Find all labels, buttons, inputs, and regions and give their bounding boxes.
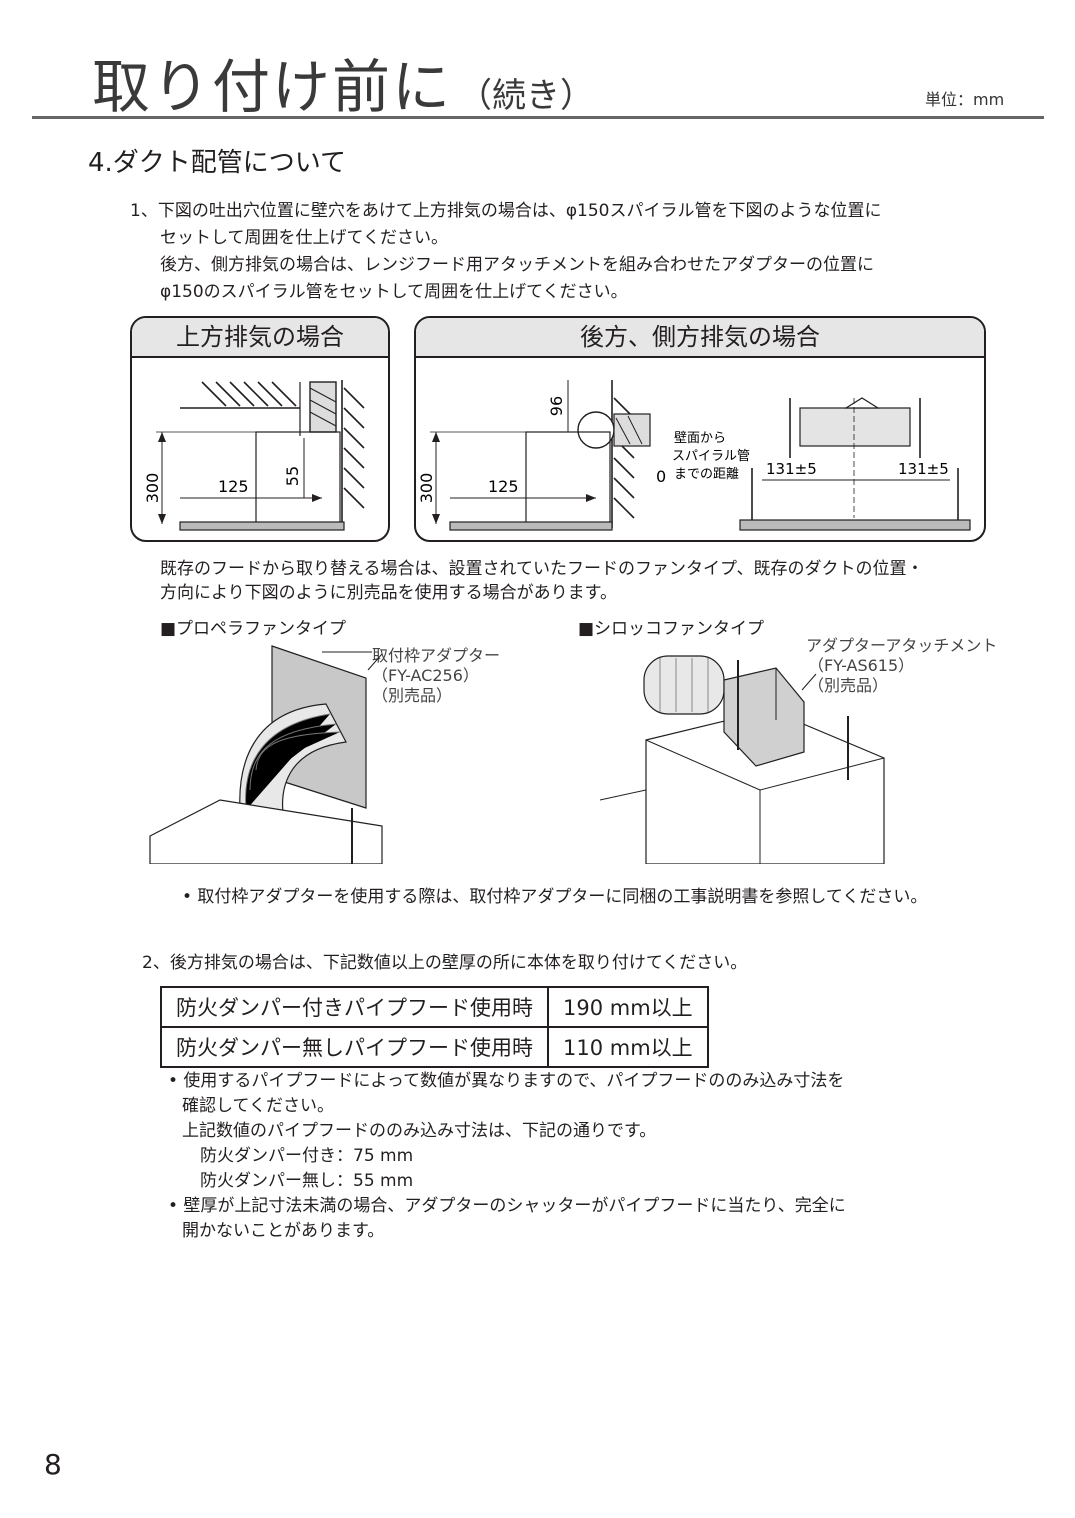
- dim-125: 125: [218, 477, 249, 496]
- dim-131-right: 131±5: [898, 460, 949, 478]
- rear-hood-bottom: [449, 521, 613, 531]
- title-divider: [32, 116, 1044, 119]
- rear-duct: [613, 413, 651, 447]
- wall-thickness-table: 防火ダンパー付きパイプフード使用時 190 mm以上 防火ダンパー無しパイプフー…: [160, 986, 709, 1068]
- note-line3: までの距離: [674, 467, 739, 482]
- sirocco-callout1: アダプターアタッチメント: [806, 636, 998, 655]
- item2-heading: 2、後方排気の場合は、下記数値以上の壁厚の所に本体を取り付けてください。: [142, 953, 748, 973]
- front-view: [739, 397, 971, 531]
- sirocco-label: ■シロッコファンタイプ: [578, 619, 765, 639]
- duct-section: [577, 411, 615, 449]
- dim-55: 55: [283, 466, 302, 486]
- row1-value: 190 mm以上: [547, 986, 709, 1028]
- propeller-label: ■プロペラファンタイプ: [160, 619, 347, 639]
- section-heading: 4.ダクト配管について: [88, 148, 347, 178]
- note1-line2: 確認してください。: [182, 1096, 334, 1116]
- propeller-callout2: （FY-AC256）: [372, 666, 479, 685]
- rear-dim-125: 125: [488, 477, 519, 496]
- note1-line5: 防火ダンパー無し：55 mm: [200, 1171, 414, 1191]
- propeller-fan-illustration: [149, 645, 383, 864]
- panel-top-title: 上方排気の場合: [132, 318, 388, 358]
- diagram-rear-exhaust: 300 125 96 0 壁面から スパイラル管 までの距離 131±5 131…: [417, 380, 971, 531]
- note2-line1: • 壁厚が上記寸法未満の場合、アダプターのシャッターがパイプフードに当たり、完全…: [168, 1196, 846, 1216]
- note1-line4: 防火ダンパー付き：75 mm: [200, 1146, 414, 1166]
- panel-top-exhaust: 上方排気の場合 300 125: [130, 316, 390, 542]
- ceiling-hatch: [180, 381, 300, 409]
- rear-dim-300: 300: [417, 473, 436, 504]
- diagram-top-exhaust: 300 125 55: [143, 380, 365, 531]
- item1-line3: 後方、側方排気の場合は、レンジフード用アタッチメントを組み合わせたアダプターの位…: [160, 255, 874, 275]
- item1-line4: φ150のスパイラル管をセットして周囲を仕上げてください。: [160, 282, 628, 302]
- adapter-note: • 取付枠アダプターを使用する際は、取付枠アダプターに同梱の工事説明書を参照して…: [182, 887, 928, 907]
- rear-dim-96: 96: [547, 396, 566, 416]
- hood-bottom: [179, 521, 345, 531]
- rear-wall-hatch: [611, 380, 635, 528]
- dim-300: 300: [143, 473, 162, 504]
- propeller-callout3: （別売品）: [372, 686, 453, 705]
- note-line1: 壁面から: [674, 431, 726, 446]
- panel-rear-exhaust: 後方、側方排気の場合 300 125 96 0 壁面から スパイラル管 までの距…: [414, 316, 986, 542]
- table-row: 防火ダンパー無しパイプフード使用時 110 mm以上: [160, 1026, 709, 1068]
- sirocco-callout3: （別売品）: [808, 676, 889, 695]
- note2-line2: 開かないことがあります。: [182, 1221, 385, 1241]
- replace-line2: 方向により下図のように別売品を使用する場合があります。: [160, 583, 617, 603]
- note1-line3: 上記数値のパイプフードののみ込み寸法は、下記の通りです。: [182, 1121, 657, 1141]
- note1-line1: • 使用するパイプフードによって数値が異なりますので、パイプフードののみ込み寸法…: [168, 1071, 845, 1091]
- row2-value: 110 mm以上: [547, 1026, 709, 1068]
- replace-line1: 既存のフードから取り替える場合は、設置されていたフードのファンタイプ、既存のダク…: [160, 559, 924, 579]
- title-main: 取り付け前に: [92, 53, 453, 121]
- row1-label: 防火ダンパー付きパイプフード使用時: [160, 986, 549, 1028]
- sirocco-callout2: （FY-AS615）: [808, 656, 915, 675]
- item1-line1: 1、下図の吐出穴位置に壁穴をあけて上方排気の場合は、φ150スパイラル管を下図の…: [130, 201, 882, 221]
- unit-label: 単位：mm: [925, 90, 1005, 109]
- dim-131-left: 131±5: [766, 460, 817, 478]
- note-line2: スパイラル管: [672, 449, 750, 464]
- item1-line2: セットして周囲を仕上げてください。: [160, 228, 448, 248]
- propeller-callout1: 取付枠アダプター: [372, 646, 501, 665]
- table-row: 防火ダンパー付きパイプフード使用時 190 mm以上: [160, 986, 709, 1028]
- row2-label: 防火ダンパー無しパイプフード使用時: [160, 1026, 549, 1068]
- panel-rear-title: 後方、側方排気の場合: [416, 318, 984, 358]
- title-sub: （続き）: [458, 76, 595, 116]
- page-title: 取り付け前に（続き）: [92, 40, 594, 124]
- rear-dim-0: 0: [656, 467, 666, 486]
- sirocco-fan-illustration: [599, 655, 885, 864]
- wall-hatch: [341, 380, 365, 528]
- page-number: 8: [44, 1448, 62, 1481]
